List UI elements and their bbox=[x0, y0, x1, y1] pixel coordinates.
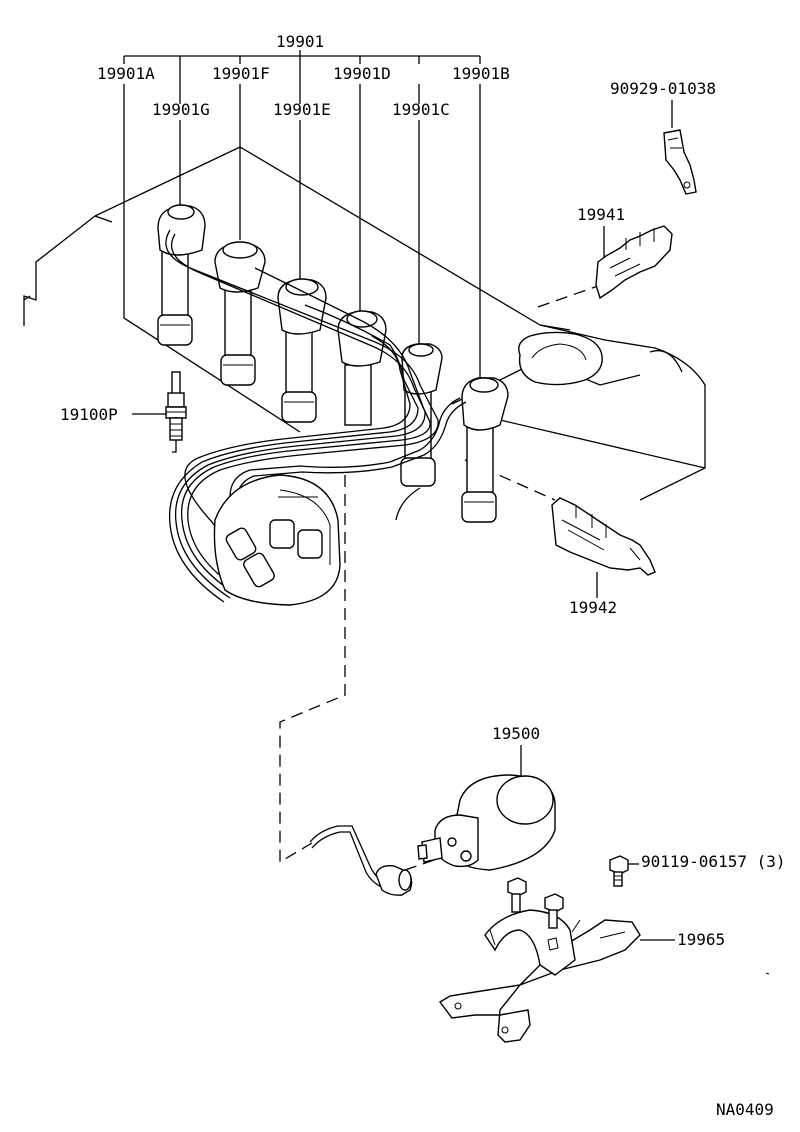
label-19901: 19901 bbox=[276, 32, 324, 51]
plug-tube-2 bbox=[220, 289, 256, 386]
label-19500: 19500 bbox=[492, 724, 540, 743]
coil-high-tension-cord bbox=[309, 825, 413, 896]
distributor-cap bbox=[213, 474, 341, 606]
stray-mark bbox=[765, 972, 770, 975]
label-19941: 19941 bbox=[577, 205, 625, 224]
label-19965: 19965 bbox=[677, 930, 725, 949]
cord-boot-d bbox=[337, 310, 387, 367]
clamp-19941 bbox=[595, 225, 673, 300]
label-19901a: 19901A bbox=[97, 64, 155, 83]
coil-bracket bbox=[438, 877, 641, 1043]
label-19100p: 19100P bbox=[60, 405, 118, 424]
label-19901f: 19901F bbox=[212, 64, 270, 83]
plug-tube-1 bbox=[157, 249, 193, 346]
plug-tube-6 bbox=[461, 424, 497, 523]
label-19901c: 19901C bbox=[392, 100, 450, 119]
label-19901b: 19901B bbox=[452, 64, 510, 83]
bolt-90119-06157 bbox=[609, 855, 629, 887]
clamp-90929-01038 bbox=[663, 129, 697, 195]
cylinder-head-outline bbox=[23, 146, 706, 521]
cord-boot-f bbox=[214, 241, 266, 293]
ignition-cord-set bbox=[157, 204, 509, 603]
label-19942: 19942 bbox=[569, 598, 617, 617]
cord-boot-c bbox=[401, 343, 443, 395]
label-90929-01038: 90929-01038 bbox=[610, 79, 716, 98]
label-19901e: 19901E bbox=[273, 100, 331, 119]
label-90119-06157: 90119-06157 (3) bbox=[641, 852, 786, 871]
ignition-coil bbox=[417, 774, 556, 871]
label-na0409: NA0409 bbox=[716, 1100, 774, 1119]
clamp-19942 bbox=[551, 497, 656, 576]
leader-lines bbox=[123, 50, 675, 941]
plug-tube-4 bbox=[344, 364, 372, 426]
cord-boot-e bbox=[277, 278, 327, 335]
label-19901g: 19901G bbox=[152, 100, 210, 119]
spark-plug bbox=[165, 371, 187, 453]
cord-boot-b bbox=[461, 377, 509, 431]
label-19901d: 19901D bbox=[333, 64, 391, 83]
plug-tube-3 bbox=[281, 329, 317, 423]
cord-boot-g bbox=[157, 204, 206, 256]
